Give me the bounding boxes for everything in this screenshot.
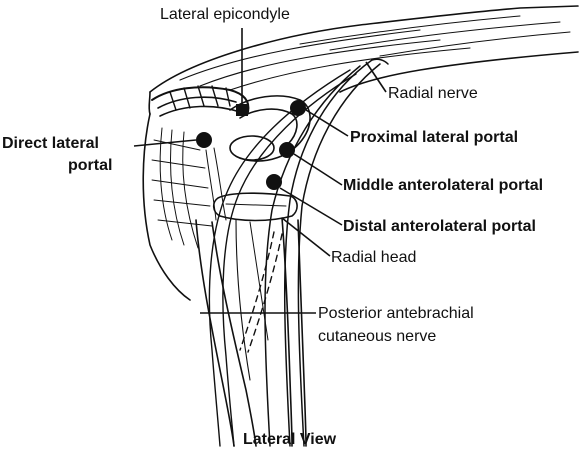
posterior-antebrachial-cutaneous-nerve [208,69,357,447]
distal-anterolateral-portal-marker [266,174,282,190]
radial-nerve [264,58,389,447]
middle-anterolateral-portal-leader [293,153,343,186]
radial-nerve-leader [365,61,387,93]
radial-head-shape [212,192,298,222]
elbow-illustration [142,5,579,447]
distal-anterolateral-portal-leader [279,187,343,226]
label-proximal-lateral-portal: Proximal lateral portal [350,129,518,146]
leader-lines [133,28,387,314]
upper-arm-outline [148,5,579,115]
epicondyle-muscle-mass [151,85,250,117]
joint-capsule [229,95,311,162]
label-distal-anterolateral-portal: Distal anterolateral portal [343,218,536,235]
forearm-extensor-mass [142,113,213,301]
portal-markers [196,100,306,190]
label-direct-lateral-portal-line1: Direct lateral [2,135,99,152]
radial-head-leader [281,217,331,257]
proximal-lateral-portal-marker [290,100,306,116]
label-lateral-epicondyle: Lateral epicondyle [160,6,290,23]
label-radial-nerve: Radial nerve [388,85,478,102]
label-radial-head: Radial head [331,249,416,266]
labels: Lateral epicondyle Radial nerve Direct l… [2,6,543,448]
label-posterior-antebrachial-line2: cutaneous nerve [318,328,436,345]
proximal-lateral-portal-leader [305,109,349,137]
lateral-epicondyle-marker [236,104,248,116]
label-direct-lateral-portal-line2: portal [68,157,112,174]
middle-anterolateral-portal-marker [279,142,295,158]
direct-lateral-portal-leader [133,139,197,147]
figure-caption: Lateral View [243,431,337,448]
label-middle-anterolateral-portal: Middle anterolateral portal [343,177,543,194]
direct-lateral-portal-marker [196,132,212,148]
label-posterior-antebrachial-line1: Posterior antebrachial [318,305,474,322]
tendon-strands [205,147,227,221]
